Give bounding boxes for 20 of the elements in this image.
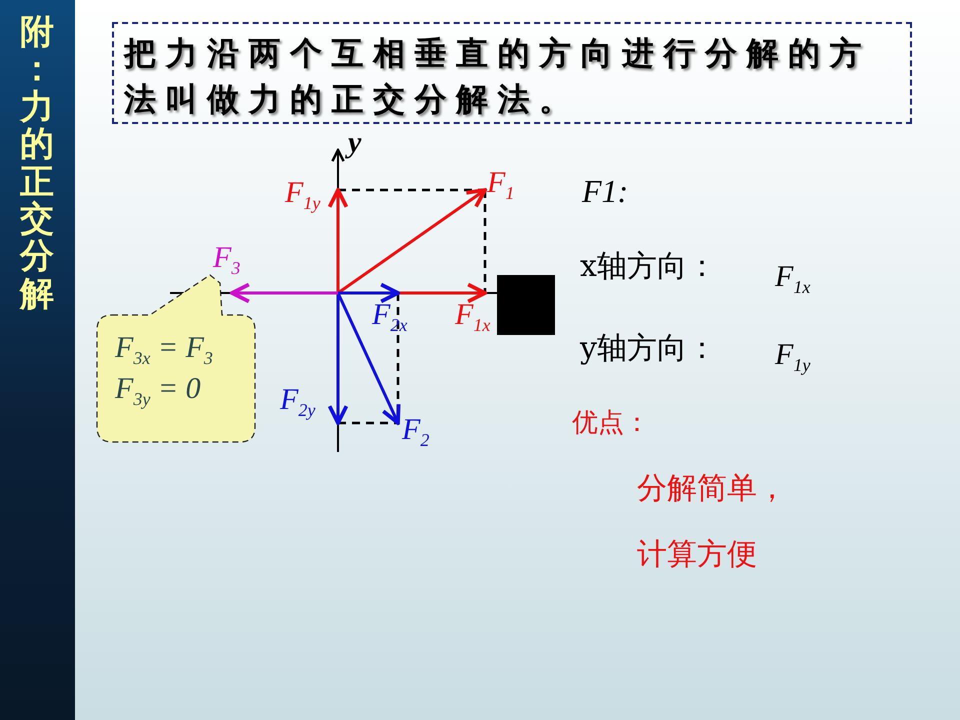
direction-label: y轴方向： xyxy=(580,334,717,364)
note-text: 计算方便 xyxy=(637,540,757,570)
title: 附：力的正交分解 xyxy=(20,14,54,314)
force-label: F$_{1}$ xyxy=(487,168,514,202)
component-label: F$_{1x}$ xyxy=(775,262,810,296)
dashed-box xyxy=(112,22,912,124)
force-label: F$_{2x}$ xyxy=(372,300,408,334)
heading-label: F1: xyxy=(582,175,628,207)
force-label: F$_{1x}$ xyxy=(455,300,490,334)
note-heading: 优点： xyxy=(572,410,650,436)
force-label: F$_{3}$ xyxy=(213,243,240,277)
component-label: F$_{1y}$ xyxy=(775,340,810,374)
force-label: F$_{2}$ xyxy=(402,415,430,449)
note-text: 分解简单， xyxy=(637,474,787,504)
formula: F$_{3y}$ = 0 xyxy=(115,370,202,410)
force-label: F$_{1y}$ xyxy=(285,178,320,212)
definition-text: 把力沿两个互相垂直的方向进行分解的方法叫做力的正交分解法。 xyxy=(124,33,872,120)
formula: F$_{3x}$ = F$_{3}$ xyxy=(115,330,214,370)
force-label: F$_{2y}$ xyxy=(280,385,316,419)
direction-label: x轴方向： xyxy=(580,252,717,282)
